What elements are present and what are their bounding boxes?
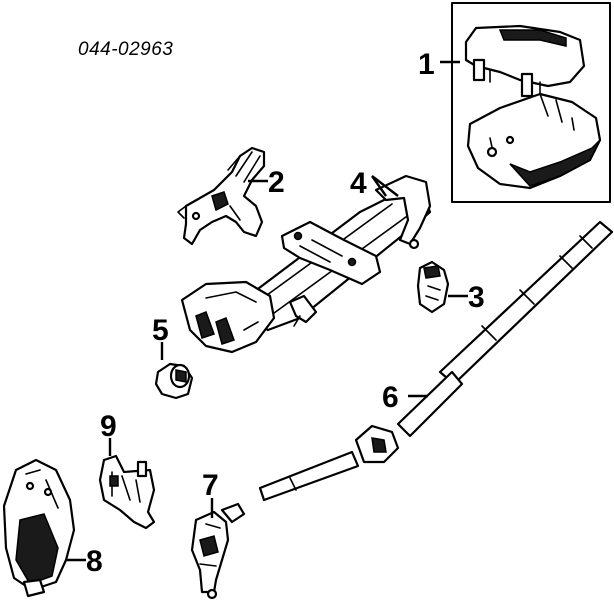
callout-4-leader	[371, 175, 399, 197]
reference-number: 044-02963	[78, 39, 173, 60]
callout-9: 9	[100, 410, 117, 443]
steering-shaft	[258, 220, 614, 502]
callout-6: 6	[382, 381, 399, 414]
switch-bracket	[177, 146, 266, 246]
lower-universal-joint	[190, 502, 246, 600]
callout-5: 5	[152, 314, 169, 347]
callout-4: 4	[350, 167, 367, 200]
steering-column-tube	[180, 174, 432, 354]
cover-inset-box	[451, 2, 611, 203]
callout-3: 3	[468, 281, 485, 314]
small-bracket	[416, 260, 450, 314]
callout-8: 8	[86, 545, 103, 578]
column-cover-assembly	[451, 2, 611, 203]
callout-2: 2	[268, 166, 285, 199]
callout-7: 7	[202, 469, 219, 502]
column-hole-cover	[2, 458, 76, 598]
bushing	[154, 362, 194, 400]
column-mounting-bracket	[280, 220, 382, 286]
wire-bracket	[98, 454, 156, 530]
callout-1: 1	[418, 48, 435, 81]
